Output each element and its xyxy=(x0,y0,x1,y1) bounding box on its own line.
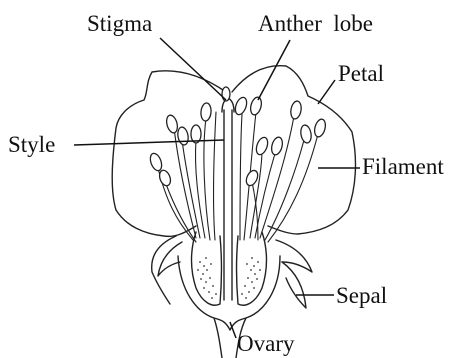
ovule-dots xyxy=(197,257,261,299)
receptacle xyxy=(178,256,280,330)
label-ovary: Ovary xyxy=(237,332,294,355)
label-style: Style xyxy=(8,133,55,156)
label-petal: Petal xyxy=(338,62,384,85)
sepal-right xyxy=(276,240,312,272)
label-anther-lobe: Anther lobe xyxy=(258,12,373,35)
petal-right xyxy=(232,66,355,234)
petal-left xyxy=(112,71,226,237)
label-stigma: Stigma xyxy=(87,12,152,35)
leader-petal xyxy=(318,80,335,104)
style xyxy=(224,110,232,300)
label-filament: Filament xyxy=(362,155,444,178)
label-sepal: Sepal xyxy=(336,284,387,307)
sepal-right-outer xyxy=(282,262,306,308)
leader-stigma xyxy=(160,38,226,100)
leader-anther-lobe xyxy=(258,40,290,100)
leader-style xyxy=(74,140,224,145)
ovary-left-chamber xyxy=(192,232,222,305)
ovary-right-chamber xyxy=(237,232,267,305)
